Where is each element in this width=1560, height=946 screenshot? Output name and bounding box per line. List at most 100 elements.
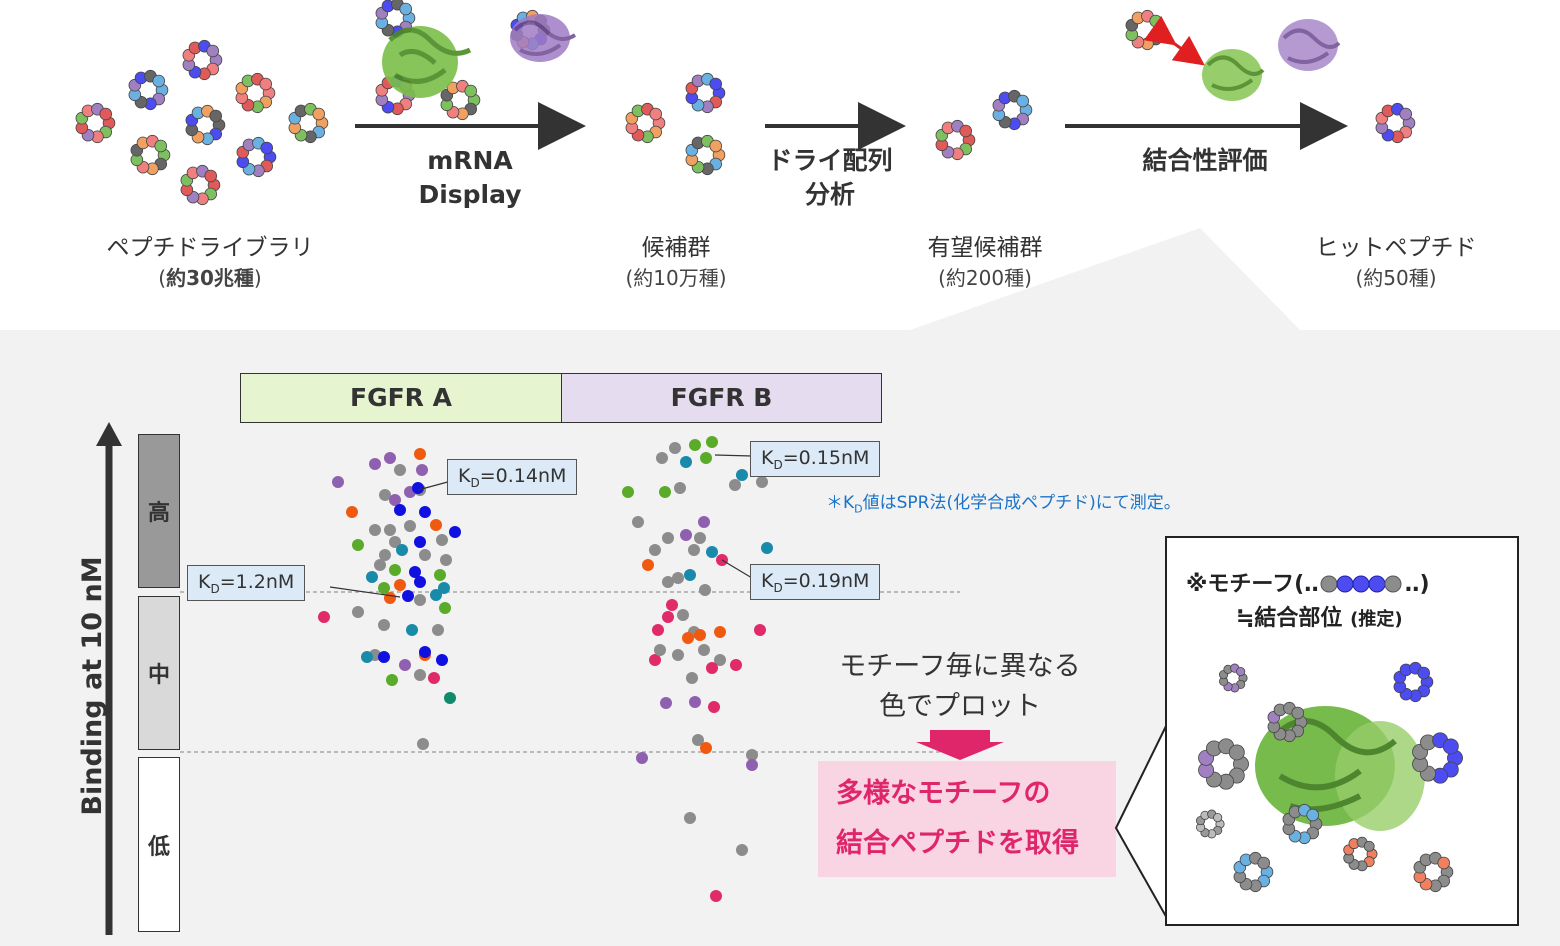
level-mid-label: 中: [147, 663, 170, 688]
scatter-dot: [699, 584, 711, 596]
level-high-label: 高: [147, 501, 170, 526]
scatter-dot: [700, 452, 712, 464]
scatter-dot: [710, 890, 722, 902]
scatter-dot: [406, 624, 418, 636]
scatter-dot: [677, 609, 689, 621]
peptide-ring-icon: [1393, 661, 1434, 703]
pipeline-section: ペプチドライブラリ (約30兆種) 候補群 (約10万種) 有望候補群 (約20…: [0, 0, 1560, 330]
kd-label-019: KD=0.19nM: [750, 564, 881, 600]
down-arrow-icon: [916, 730, 1004, 760]
kd-leader-2: [329, 586, 401, 598]
scatter-dot: [436, 654, 448, 666]
scatter-dot: [416, 464, 428, 476]
binding-scatter-plot: [180, 436, 960, 902]
result-line1: 多様なモチーフの: [836, 778, 1051, 809]
kd-label-014: KD=0.14nM: [447, 459, 578, 495]
process-mrna-line1: mRNA: [427, 146, 513, 175]
scatter-dot: [729, 479, 741, 491]
peptide-ring-icon: [288, 102, 329, 144]
peptide-ring-icon: [935, 119, 976, 161]
scatter-dot: [412, 482, 424, 494]
scatter-dot: [449, 526, 461, 538]
kd-label-12: KD=1.2nM: [187, 565, 306, 601]
scatter-dot: [761, 542, 773, 554]
process-binding-eval: 結合性評価: [1100, 144, 1310, 178]
scatter-dot: [698, 644, 710, 656]
scatter-dot: [674, 482, 686, 494]
scatter-dot: [394, 504, 406, 516]
scatter-dot: [444, 692, 456, 704]
scatter-dot: [346, 506, 358, 518]
scatter-dot: [672, 572, 684, 584]
stage-library-count: (約30兆種): [100, 262, 320, 291]
scatter-dot: [754, 624, 766, 636]
paren-close: ): [253, 266, 262, 290]
kd-value: =0.15nM: [782, 447, 870, 469]
scatter-dot: [439, 602, 451, 614]
scatter-dot: [352, 606, 364, 618]
protein-purple-icon-2: [1278, 19, 1341, 71]
process-dry-line1: ドライ配列: [767, 146, 893, 175]
scatter-dot: [662, 576, 674, 588]
scatter-dot: [686, 672, 698, 684]
scatter-dot: [436, 534, 448, 546]
scatter-dot: [672, 649, 684, 661]
scatter-dot: [746, 749, 758, 761]
kd-k: K: [198, 571, 211, 593]
scatter-dot: [636, 752, 648, 764]
stage-hits-name: ヒットペプチド: [1315, 235, 1477, 261]
kd-sub: D: [210, 581, 220, 596]
scatter-dot: [318, 611, 330, 623]
scatter-dot: [389, 564, 401, 576]
color-note-line1: モチーフ毎に異なる: [839, 651, 1081, 682]
scatter-dot: [352, 539, 364, 551]
scatter-dot: [688, 544, 700, 556]
peptide-ring-icon: [180, 164, 221, 206]
stage-candidates-count: (約10万種): [625, 266, 727, 290]
scatter-dot: [708, 701, 720, 713]
peptide-ring-icon: [128, 69, 169, 111]
scatter-dot: [649, 654, 661, 666]
scatter-dot: [654, 644, 666, 656]
level-low-label: 低: [147, 834, 170, 860]
scatter-dot: [692, 734, 704, 746]
kd-value: =1.2nM: [219, 571, 295, 593]
scatter-dot: [666, 599, 678, 611]
level-mid: 中: [138, 596, 180, 750]
motif-title-line1-end: ‥): [1404, 572, 1430, 597]
scatter-dot: [396, 544, 408, 556]
scatter-dot: [419, 506, 431, 518]
peptide-ring-icon: [185, 104, 226, 146]
binding-arrow-icon: [1143, 15, 1205, 66]
kd-value: =0.19nM: [782, 570, 870, 592]
scatter-dot: [389, 536, 401, 548]
peptide-ring-icon: [685, 134, 726, 176]
kd-label-015: KD=0.15nM: [750, 441, 881, 477]
kd-leader-3: [714, 454, 753, 457]
peptide-ring-icon: [1233, 851, 1274, 893]
scatter-dot: [374, 559, 386, 571]
peptide-ring-icon: [1375, 102, 1416, 144]
scatter-dot: [366, 571, 378, 583]
peptide-ring-icon: [236, 136, 277, 178]
scatter-dot: [409, 566, 421, 578]
note-prefix: ＊K: [826, 493, 855, 513]
scatter-dot: [684, 812, 696, 824]
scatter-dot: [414, 448, 426, 460]
peptide-ring-icon: [1343, 836, 1378, 872]
scatter-dot: [632, 516, 644, 528]
protein-green-icon-2: [1202, 49, 1265, 101]
scatter-dot: [706, 436, 718, 448]
stage-library-count-value: 約30兆種: [166, 266, 254, 290]
scatter-dot: [680, 529, 692, 541]
protein-complex-icon: [1255, 706, 1425, 831]
scatter-dot: [684, 569, 696, 581]
peptide-ring-icon: [440, 79, 481, 121]
scatter-dot: [706, 546, 718, 558]
kd-k: K: [458, 465, 471, 487]
motif-title-line1: ※モチーフ(‥: [1186, 572, 1319, 597]
scatter-dot: [689, 439, 701, 451]
scatter-dot: [378, 582, 390, 594]
scatter-dot: [659, 486, 671, 498]
scatter-dot: [660, 697, 672, 709]
